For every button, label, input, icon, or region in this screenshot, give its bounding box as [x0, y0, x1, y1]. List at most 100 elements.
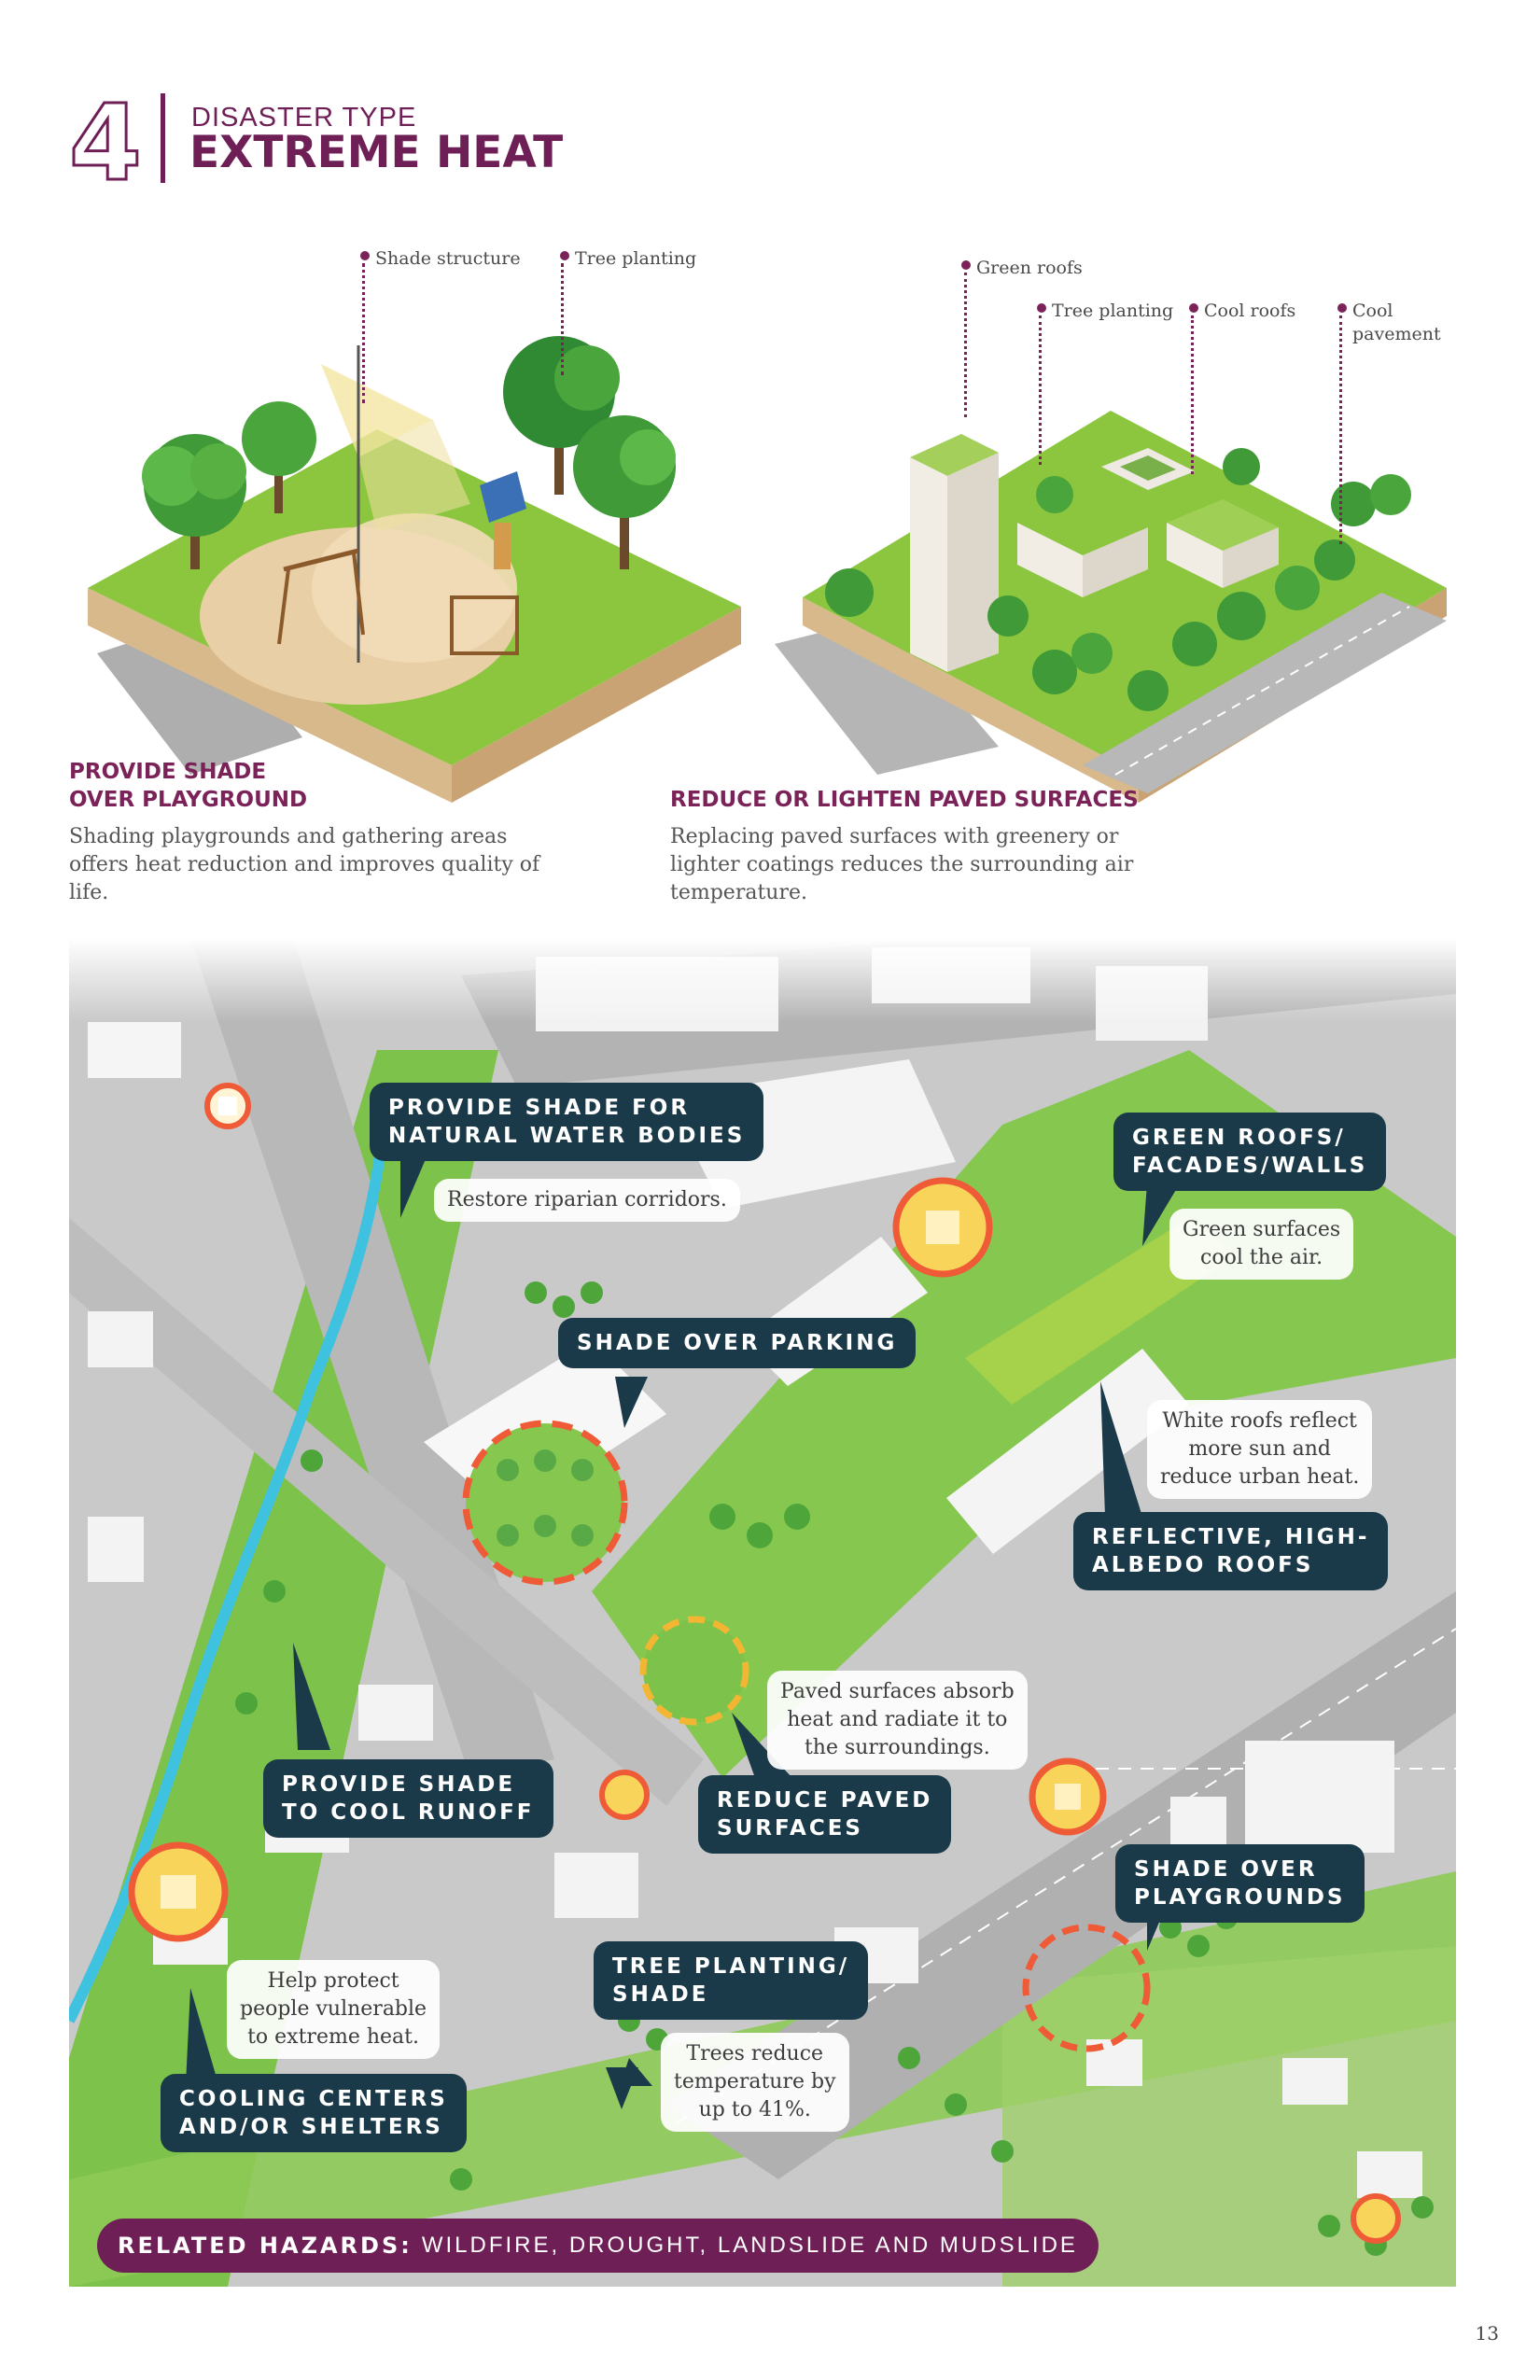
label-reflective-roofs: REFLECTIVE, HIGH- ALBEDO ROOFS: [1073, 1512, 1389, 1590]
page-number: 13: [1475, 2322, 1499, 2345]
label-tree-planting: TREE PLANTING/ SHADE: [594, 1941, 869, 2020]
leader-cool-pavement: [1339, 315, 1342, 544]
label-line: SURFACES: [717, 1816, 863, 1841]
cooling-center-marker: [1351, 2193, 1401, 2244]
label-line: GREEN ROOFS/: [1132, 1126, 1346, 1150]
related-hazards-banner: RELATED HAZARDS: WILDFIRE, DROUGHT, LAND…: [97, 2219, 1099, 2273]
cooling-center-marker: [204, 1083, 251, 1129]
cooling-center-marker: [599, 1770, 650, 1820]
callout-dot: [961, 260, 971, 270]
right-caption-line: Replacing paved surfaces with greenery o…: [670, 825, 1119, 848]
label-shade-parking: SHADE OVER PARKING: [558, 1318, 917, 1368]
playground-illustration: [78, 308, 750, 812]
label-line: FACADES/WALLS: [1132, 1154, 1368, 1178]
note-paved-surfaces: Paved surfaces absorb heat and radiate i…: [767, 1671, 1028, 1770]
label-green-roofs: GREEN ROOFS/ FACADES/WALLS: [1113, 1113, 1387, 1191]
callout-tree-planting-left: Tree planting: [560, 247, 697, 271]
right-caption-title: REDUCE OR LIGHTEN PAVED SURFACES: [670, 788, 1139, 812]
paved-marker: [639, 1616, 749, 1726]
callout-dot: [1037, 303, 1046, 313]
note-line: reduce urban heat.: [1160, 1465, 1360, 1489]
left-caption-body: Shading playgrounds and gathering areas …: [69, 823, 539, 907]
label-line: ALBEDO ROOFS: [1092, 1553, 1314, 1577]
leader-tree-planting-right: [1039, 315, 1042, 465]
label-water-bodies: PROVIDE SHADE FOR NATURAL WATER BODIES: [370, 1083, 764, 1161]
related-hazards-label: RELATED HAZARDS:: [118, 2233, 413, 2259]
callout-dot: [560, 251, 569, 260]
callout-cool-pavement: Cool pavement: [1337, 300, 1441, 346]
label-line: REDUCE PAVED: [717, 1788, 933, 1813]
note-riparian: Restore riparian corridors.: [434, 1179, 740, 1222]
note-line: more sun and: [1188, 1437, 1331, 1461]
note-white-roofs: White roofs reflect more sun and reduce …: [1147, 1400, 1373, 1499]
urban-block-illustration: [775, 373, 1447, 803]
label-line: NATURAL WATER BODIES: [388, 1124, 746, 1148]
header-kicker: DISASTER TYPE: [191, 103, 417, 133]
callout-label: Shade structure: [375, 248, 521, 269]
label-cooling-centers: COOLING CENTERS AND/OR SHELTERS: [161, 2074, 467, 2152]
callout-dot: [1189, 303, 1198, 313]
callout-label: Cool: [1352, 301, 1393, 321]
label-line: TO COOL RUNOFF: [282, 1800, 535, 1825]
cooling-center-marker: [1029, 1757, 1107, 1836]
left-caption-title: PROVIDE SHADE OVER PLAYGROUND: [69, 758, 307, 814]
label-reduce-paved: REDUCE PAVED SURFACES: [698, 1775, 952, 1854]
callout-label: Tree planting: [575, 248, 697, 269]
left-caption-title-line: PROVIDE SHADE: [69, 760, 267, 784]
note-line: the surroundings.: [804, 1736, 990, 1759]
label-line: SHADE OVER: [1134, 1857, 1318, 1882]
left-caption-title-line: OVER PLAYGROUND: [69, 788, 308, 812]
label-line: SHADE OVER PARKING: [577, 1331, 898, 1355]
note-line: Green surfaces: [1183, 1218, 1341, 1241]
right-caption-line: lighter coatings reduces the surrounding…: [670, 853, 1134, 876]
parking-marker: [462, 1420, 628, 1586]
label-line: TREE PLANTING/: [612, 1954, 850, 1979]
label-line: PROVIDE SHADE FOR: [388, 1096, 691, 1120]
note-line: to extreme heat.: [247, 2025, 419, 2049]
label-cool-runoff: PROVIDE SHADE TO COOL RUNOFF: [263, 1759, 553, 1838]
right-caption-body: Replacing paved surfaces with greenery o…: [670, 823, 1133, 907]
callout-label: Green roofs: [976, 258, 1083, 278]
label-line: PROVIDE SHADE: [282, 1772, 516, 1797]
header-divider: [161, 93, 165, 183]
leader-cool-roofs: [1191, 315, 1194, 474]
callout-label: pavement: [1352, 324, 1441, 344]
leader-tree-planting-left: [561, 263, 564, 375]
note-green-surfaces: Green surfaces cool the air.: [1169, 1209, 1354, 1280]
note-trees-reduce: Trees reduce temperature by up to 41%.: [661, 2033, 849, 2132]
callout-dot: [360, 251, 370, 260]
related-hazards-value: WILDFIRE, DROUGHT, LANDSLIDE AND MUDSLID…: [421, 2233, 1078, 2258]
label-line: COOLING CENTERS: [179, 2087, 448, 2111]
left-caption-line: Shading playgrounds and gathering areas: [69, 825, 508, 848]
label-shade-playgrounds: SHADE OVER PLAYGROUNDS: [1115, 1844, 1365, 1923]
map-top-fade: [69, 938, 1456, 1022]
callout-label: Tree planting: [1052, 301, 1174, 321]
leader-green-roofs: [964, 273, 967, 417]
label-line: SHADE: [612, 1982, 709, 2007]
left-caption-line: offers heat reduction and improves quali…: [69, 853, 540, 876]
note-line: cool the air.: [1200, 1246, 1323, 1269]
note-vulnerable: Help protect people vulnerable to extrem…: [227, 1960, 441, 2059]
note-line: Help protect: [267, 1969, 399, 1993]
section-number: 4: [67, 82, 151, 206]
note-line: heat and radiate it to: [787, 1708, 1008, 1731]
cooling-center-marker: [128, 1841, 229, 1942]
left-caption-line: life.: [69, 881, 109, 904]
callout-tree-planting-right: Tree planting: [1037, 300, 1174, 323]
tree-icon: [142, 434, 246, 569]
label-line: PLAYGROUNDS: [1134, 1885, 1346, 1910]
callout-shade-structure: Shade structure: [360, 247, 521, 271]
callout-green-roofs: Green roofs: [961, 257, 1083, 280]
note-line: Restore riparian corridors.: [447, 1188, 727, 1211]
callout-label: Cool roofs: [1204, 301, 1296, 321]
note-line: temperature by: [674, 2070, 836, 2093]
cooling-center-marker: [892, 1177, 993, 1278]
note-line: up to 41%.: [698, 2098, 811, 2121]
playground-marker: [1022, 1924, 1151, 2052]
callout-cool-roofs: Cool roofs: [1189, 300, 1296, 323]
section-number-text: 4: [69, 93, 142, 187]
label-line: AND/OR SHELTERS: [179, 2115, 443, 2139]
right-caption-line: temperature.: [670, 881, 807, 904]
page-title: EXTREME HEAT: [189, 127, 564, 178]
note-line: Paved surfaces absorb: [780, 1680, 1015, 1703]
